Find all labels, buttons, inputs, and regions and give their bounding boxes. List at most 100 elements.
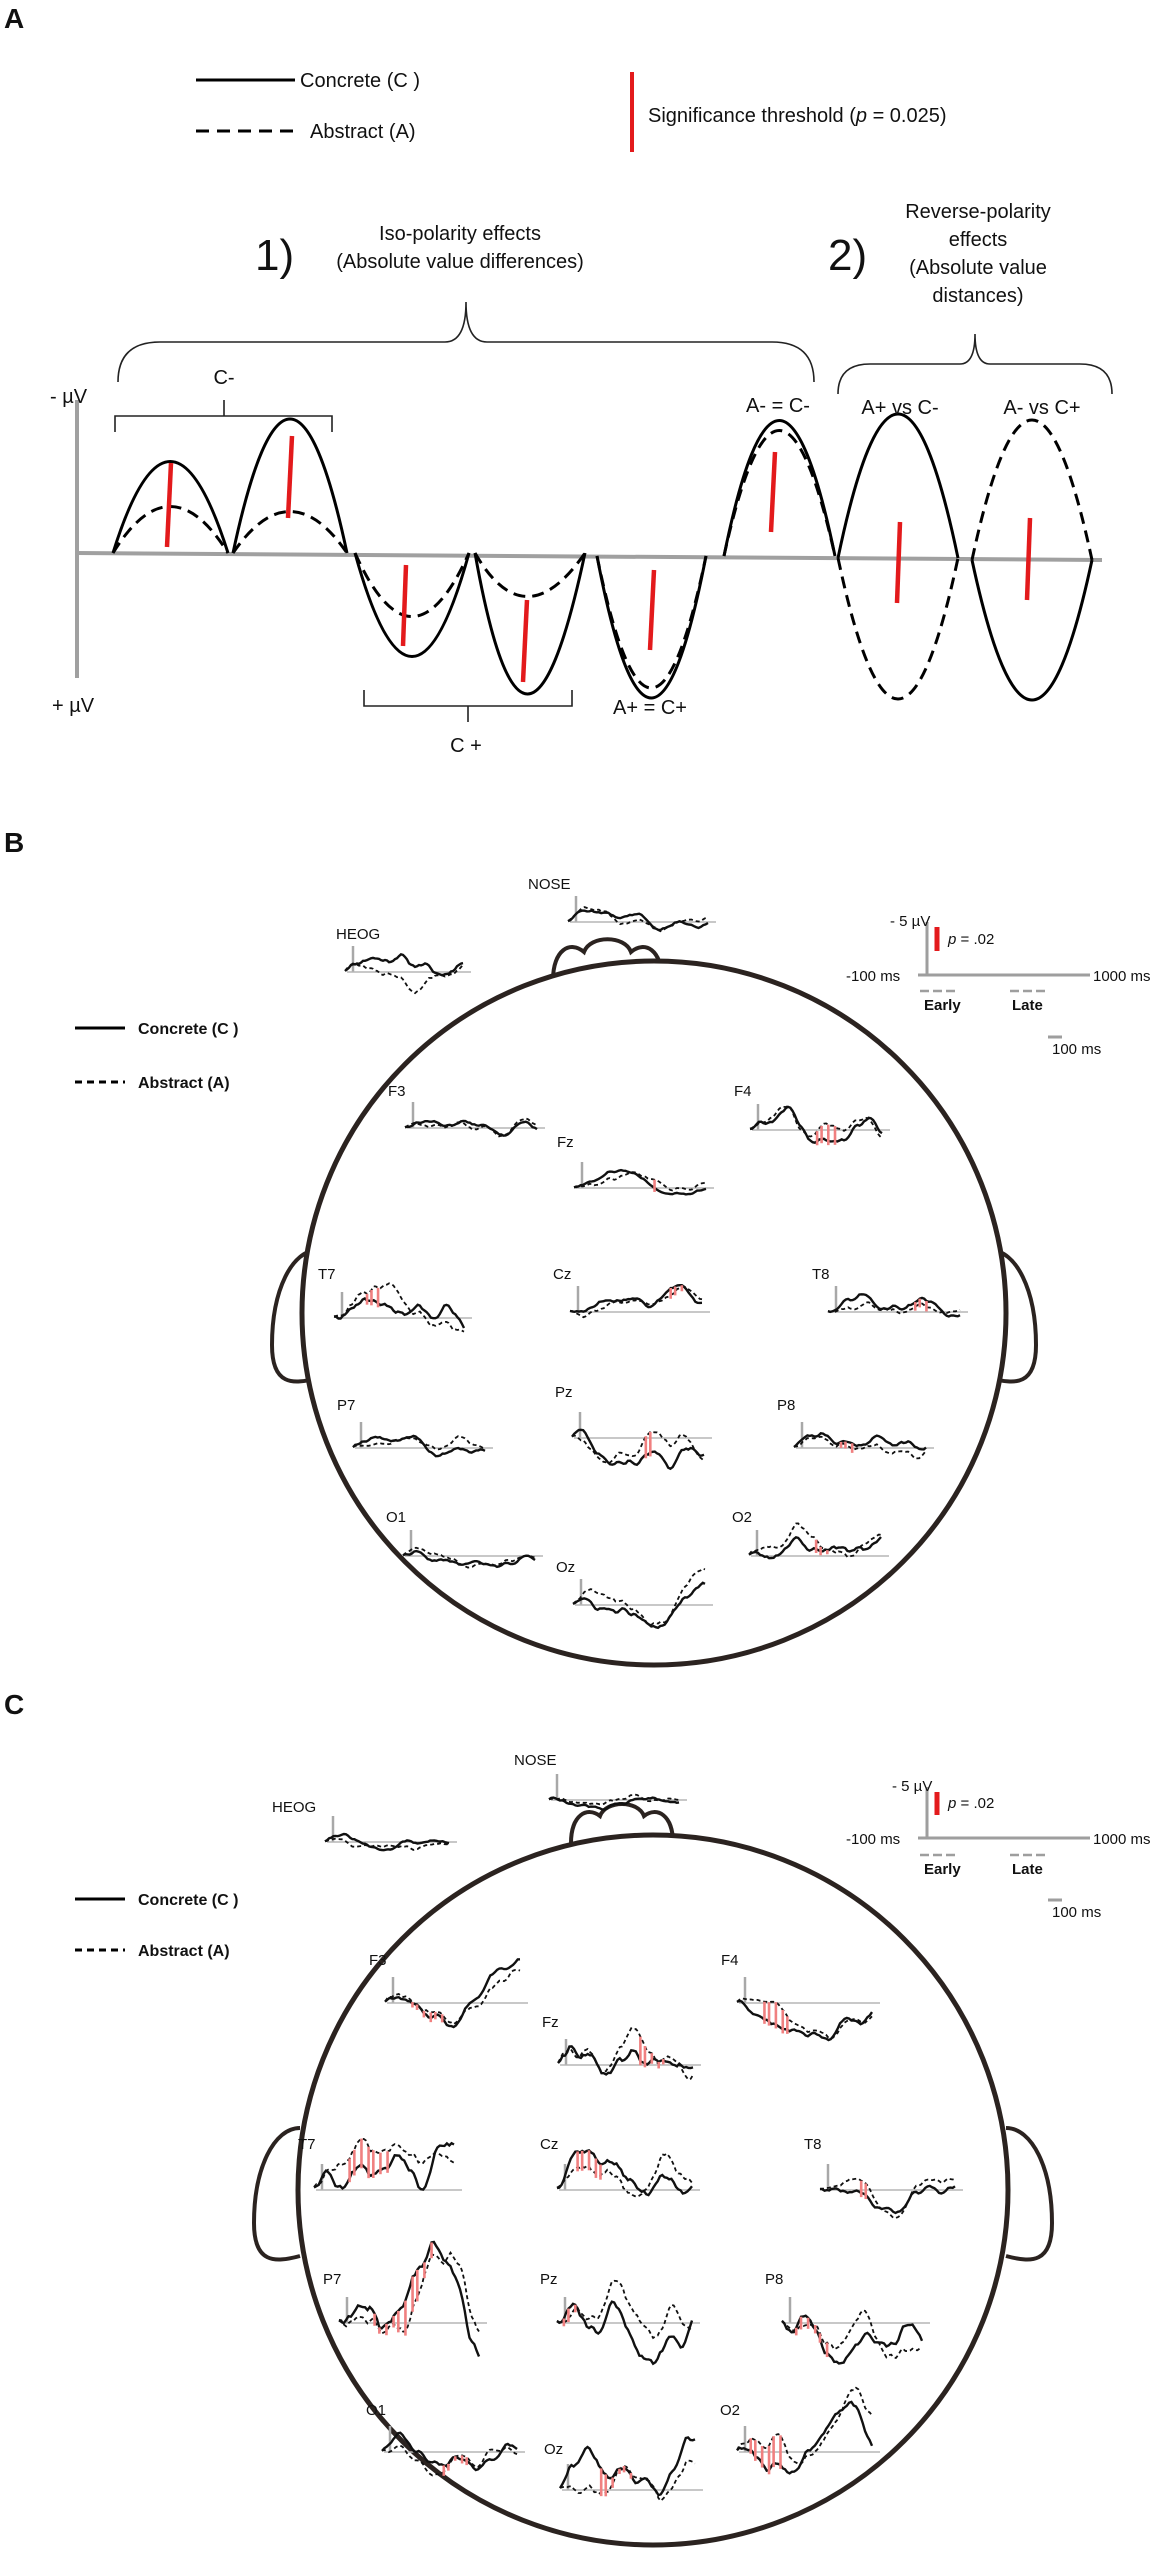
b-trace-oz xyxy=(572,1567,713,1630)
b-scale-inset: - 5 µV p = .02 -100 ms 1000 ms Early Lat… xyxy=(846,913,1151,1058)
wave-a-minus-vs-c-plus-concrete xyxy=(970,559,1094,702)
c-label-t7: T7 xyxy=(298,2136,316,2153)
wave-c-minus-2-abstract xyxy=(231,510,349,554)
b-trace-pz xyxy=(571,1412,712,1471)
sig-bar-a-plus-eq-c-plus xyxy=(647,569,657,651)
b-concrete-t8 xyxy=(827,1293,961,1318)
wave-a-plus-vs-c-minus-abstract xyxy=(836,557,960,701)
c-trace-t7 xyxy=(313,2137,462,2191)
b-label-o2: O2 xyxy=(732,1509,752,1526)
b-abstract-f3 xyxy=(404,1117,538,1138)
c-scale-p: p = .02 xyxy=(947,1795,994,1812)
c-late-label: Late xyxy=(1012,1861,1043,1878)
b-trace-t8 xyxy=(827,1286,968,1318)
axis-negative-label: - µV xyxy=(50,386,88,408)
b-trace-heog xyxy=(344,946,471,995)
b-early-label: Early xyxy=(924,997,961,1014)
b-abstract-cz xyxy=(569,1285,703,1319)
wave-c-plus-2-abstract xyxy=(473,552,587,598)
b-scale-end: 1000 ms xyxy=(1093,968,1151,985)
c-plus-bracket xyxy=(363,690,573,707)
wave-c-minus-2-concrete xyxy=(231,417,349,554)
left-ear xyxy=(251,2126,301,2262)
sig-bar-c-plus-2 xyxy=(520,599,530,683)
b-label-cz: Cz xyxy=(553,1266,571,1283)
c-concrete-fz xyxy=(557,2045,694,2076)
c-label-o2: O2 xyxy=(720,2402,740,2419)
c-concrete-t7 xyxy=(313,2141,455,2191)
c-label-nose: NOSE xyxy=(514,1752,557,1769)
c-label-t8: T8 xyxy=(804,2136,822,2153)
c-concrete-pz xyxy=(556,2300,694,2366)
b-abstract-heog xyxy=(344,963,464,995)
group1-title: Iso-polarity effects xyxy=(379,223,541,245)
c-100ms-label: 100 ms xyxy=(1052,1904,1101,1921)
b-scale-p: p = .02 xyxy=(947,931,994,948)
sig-bar-c-minus-2 xyxy=(285,435,295,519)
b-concrete-t7 xyxy=(333,1297,466,1329)
b-concrete-o1 xyxy=(402,1549,536,1569)
c-trace-oz xyxy=(558,2436,703,2503)
c-concrete-o1 xyxy=(381,2431,518,2472)
c-scale-end: 1000 ms xyxy=(1093,1831,1151,1848)
c-concrete-cz xyxy=(556,2148,693,2197)
c-trace-pz xyxy=(556,2279,700,2366)
c-abstract-fz xyxy=(557,2027,694,2081)
group2-title-line1: Reverse-polarity xyxy=(905,201,1051,223)
c-abstract-heog xyxy=(324,1837,450,1851)
c-trace-heog xyxy=(324,1816,457,1852)
b-concrete-p8 xyxy=(793,1432,927,1451)
c-abstract-cz xyxy=(556,2152,693,2198)
b-label-fz: Fz xyxy=(557,1134,574,1151)
a-plus-vs-c-minus-label: A+ vs C- xyxy=(861,397,938,419)
b-scale-start: -100 ms xyxy=(846,968,900,985)
c-label-o1: O1 xyxy=(366,2402,386,2419)
b-concrete-fz xyxy=(573,1168,707,1196)
wave-a-plus-eq-c-plus-abstract xyxy=(595,555,708,690)
c-scale-inset: - 5 µV p = .02 -100 ms 1000 ms Early Lat… xyxy=(846,1778,1151,1921)
c-concrete-f4 xyxy=(736,1999,873,2042)
c-concrete-p7 xyxy=(338,2240,481,2357)
b-abstract-nose xyxy=(567,906,709,933)
c-trace-p7 xyxy=(338,2240,487,2357)
b-trace-f3 xyxy=(404,1102,545,1138)
b-abstract-pz xyxy=(571,1430,705,1465)
c-label-p8: P8 xyxy=(765,2271,783,2288)
c-label-pz: Pz xyxy=(540,2271,558,2288)
group1-number: 1) xyxy=(255,231,294,280)
c-trace-f3 xyxy=(384,1958,528,2029)
wave-c-plus-2-concrete xyxy=(473,552,587,696)
c-concrete-p8 xyxy=(781,2314,924,2365)
b-concrete-f3 xyxy=(404,1119,538,1137)
b-label-p7: P7 xyxy=(337,1397,355,1414)
c-abstract-t8 xyxy=(819,2177,956,2219)
c-label-f4: F4 xyxy=(721,1952,739,1969)
sig-bar-c-plus-1 xyxy=(400,564,409,647)
group2-brace xyxy=(837,333,1113,395)
c-trace-o2 xyxy=(736,2386,880,2475)
panel-a-baseline xyxy=(76,551,1103,562)
b-trace-p7 xyxy=(352,1422,493,1458)
b-concrete-heog xyxy=(344,952,464,977)
wave-c-plus-1-concrete xyxy=(353,552,471,658)
b-abstract-p7 xyxy=(352,1435,486,1451)
b-label-f4: F4 xyxy=(734,1083,752,1100)
c-abstract-f4 xyxy=(736,1997,873,2040)
c-scale-amplitude: - 5 µV xyxy=(892,1778,932,1795)
group2-title-line4: distances) xyxy=(932,285,1023,307)
c-abstract-p8 xyxy=(781,2309,923,2360)
c-scale-start: -100 ms xyxy=(846,1831,900,1848)
b-label-oz: Oz xyxy=(556,1559,575,1576)
wave-a-plus-vs-c-minus-concrete xyxy=(836,412,960,559)
c-abstract-p7 xyxy=(338,2251,480,2335)
b-legend-concrete-text: Concrete (C ) xyxy=(138,1021,238,1038)
c-label-oz: Oz xyxy=(544,2441,563,2458)
panel-b-head-map xyxy=(269,937,1039,1668)
c-trace-o1 xyxy=(381,2426,525,2477)
b-label-t8: T8 xyxy=(812,1266,830,1283)
c-plus-label: C + xyxy=(450,735,482,757)
b-label-heog: HEOG xyxy=(336,926,380,943)
wave-a-minus-eq-c-minus-abstract xyxy=(722,429,837,557)
b-concrete-p7 xyxy=(352,1434,486,1458)
